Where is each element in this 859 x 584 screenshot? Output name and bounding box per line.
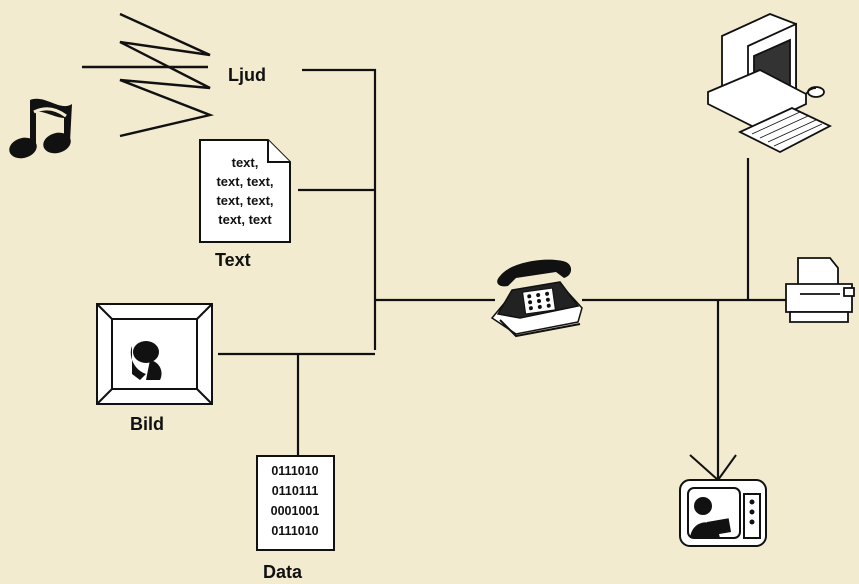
text-doc-line-2: text, text, — [216, 174, 273, 189]
picture-frame-icon — [97, 304, 212, 404]
sound-wave-icon — [82, 14, 210, 136]
data-doc-line-2: 0110111 — [272, 484, 319, 498]
label-data: Data — [263, 562, 303, 582]
telephone-icon — [492, 260, 582, 336]
data-doc-line-4: 0111010 — [271, 524, 318, 538]
printer-icon — [786, 258, 854, 322]
line-ljud — [302, 70, 375, 350]
data-doc-line-3: 0001001 — [271, 504, 320, 518]
label-bild: Bild — [130, 414, 164, 434]
text-doc-line-3: text, text, — [216, 193, 273, 208]
text-doc-line-1: text, — [232, 155, 259, 170]
computer-icon — [708, 14, 830, 152]
text-doc-line-4: text, text — [218, 212, 272, 227]
label-ljud: Ljud — [228, 65, 266, 85]
music-note-icon — [7, 99, 73, 162]
label-text: Text — [215, 250, 251, 270]
television-icon — [680, 455, 766, 546]
data-doc-line-1: 0111010 — [271, 464, 318, 478]
